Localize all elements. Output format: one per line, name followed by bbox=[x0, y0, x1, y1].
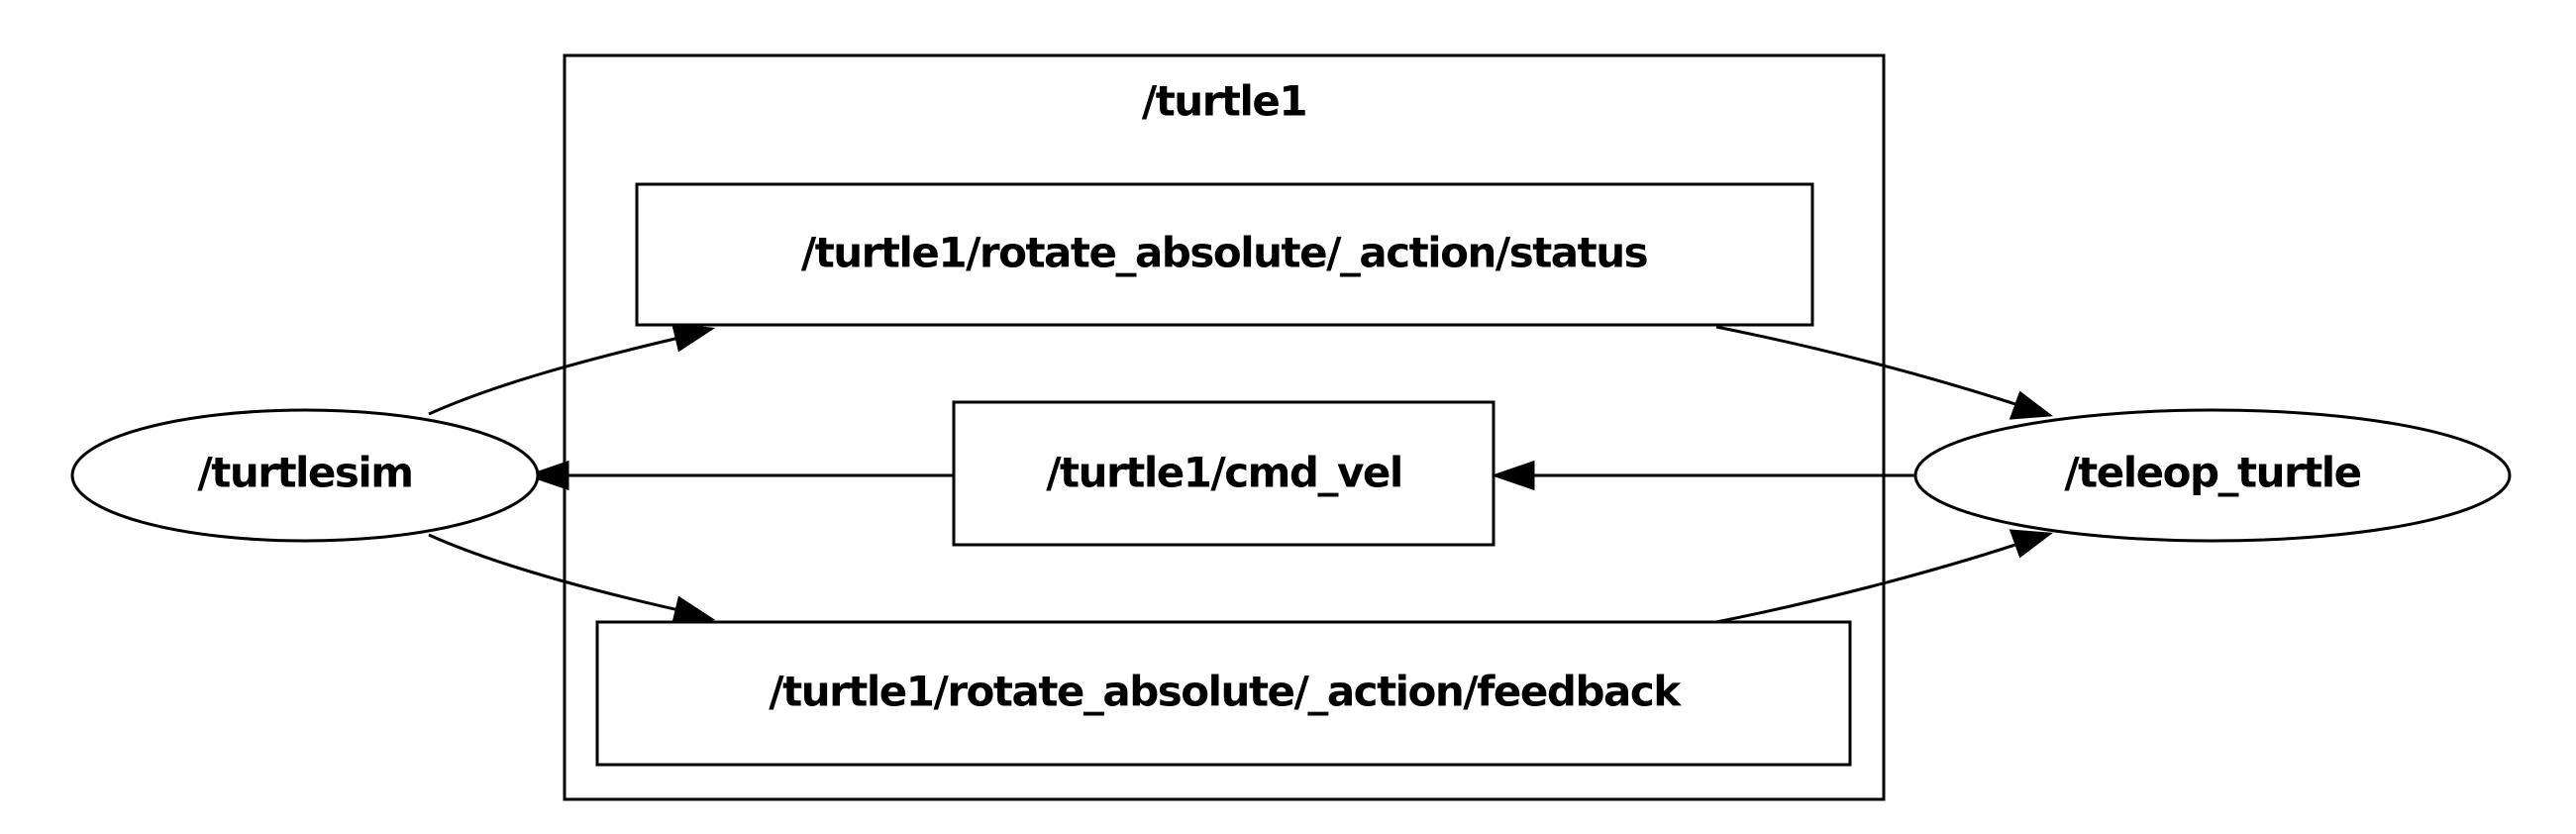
topic-label: /turtle1/rotate_absolute/_action/feedbac… bbox=[769, 668, 1682, 716]
node-label: /teleop_turtle bbox=[2064, 449, 2360, 497]
topic-label: /turtle1/rotate_absolute/_action/status bbox=[801, 229, 1648, 277]
topic-label: /turtle1/cmd_vel bbox=[1046, 449, 1402, 497]
edges bbox=[428, 323, 2054, 625]
arrow-head bbox=[671, 323, 716, 353]
edge-teleop-to-cmd-vel bbox=[1491, 460, 1916, 491]
cluster-label: /turtle1 bbox=[1142, 77, 1306, 126]
topic-cmd-vel[interactable]: /turtle1/cmd_vel bbox=[952, 400, 1495, 547]
topic-status[interactable]: /turtle1/rotate_absolute/_action/status bbox=[635, 182, 1814, 327]
cluster-border bbox=[563, 53, 1886, 801]
topic-box bbox=[595, 620, 1852, 767]
cluster-turtle1: /turtle1 bbox=[563, 53, 1886, 801]
topic-box bbox=[635, 182, 1814, 327]
arrow-head bbox=[1491, 460, 1535, 491]
node-teleop-turtle[interactable]: /teleop_turtle bbox=[1913, 408, 2512, 543]
edge-feedback-to-teleop bbox=[1715, 529, 2054, 624]
node-ellipse bbox=[70, 408, 540, 543]
topic-feedback[interactable]: /turtle1/rotate_absolute/_action/feedbac… bbox=[595, 620, 1852, 767]
arrow-head bbox=[671, 595, 716, 625]
node-turtlesim[interactable]: /turtlesim bbox=[70, 408, 540, 543]
node-label: /turtlesim bbox=[197, 449, 412, 497]
arrow-head bbox=[2009, 390, 2054, 420]
edge-turtlesim-to-feedback bbox=[428, 533, 716, 625]
edge-status-to-teleop bbox=[1715, 325, 2054, 420]
node-ellipse bbox=[1913, 408, 2512, 543]
edge-cmd-vel-to-turtlesim bbox=[525, 460, 954, 491]
topic-box bbox=[952, 400, 1495, 547]
arrow-head bbox=[525, 460, 569, 491]
edge-turtlesim-to-status bbox=[428, 323, 716, 416]
arrow-head bbox=[2009, 529, 2054, 559]
